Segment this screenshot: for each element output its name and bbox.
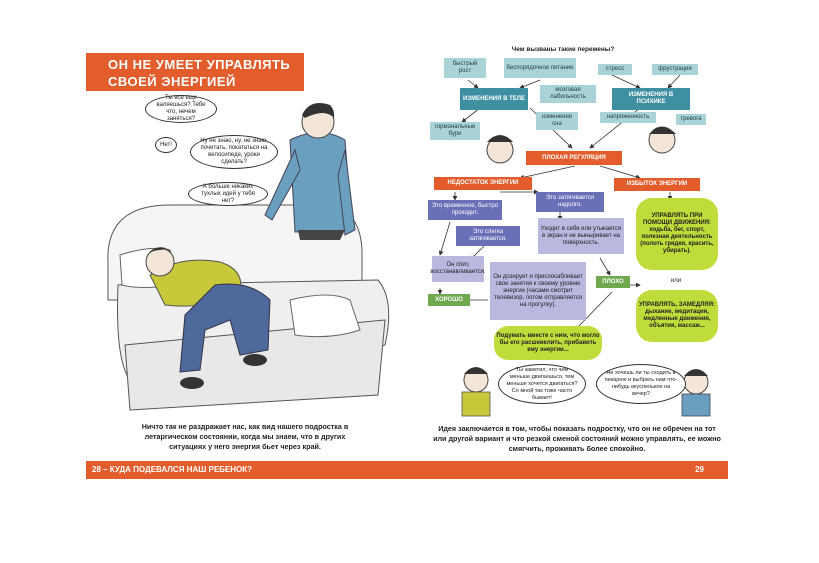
box-anxiety: тревога [676, 114, 706, 125]
box-poor-regulation: ПЛОХАЯ РЕГУЛЯЦИЯ [526, 151, 622, 165]
box-manage-slowing: УПРАВЛЯТЬ, ЗАМЕДЛЯЯ: дыхание, медитация,… [636, 290, 718, 342]
diagram-heading: Чем вызваны такие перемены? [511, 46, 615, 53]
speech-bubble-3: Ну не знаю, ну, не знаю, почитать, покат… [190, 135, 278, 169]
box-drags-slightly: Это слегка затягивается. [456, 226, 520, 246]
title-line-1: ОН НЕ УМЕЕТ УПРАВЛЯТЬ [108, 57, 291, 72]
footer-page-number: 29 [695, 465, 704, 474]
speech-bubble-right-1: Ты заметил, что чем меньше двигаешься, т… [498, 364, 586, 404]
box-tension: напряженность [600, 112, 656, 123]
box-manage-movement: УПРАВЛЯТЬ ПРИ ПОМОЩИ ДВИЖЕНИЯ: ходьба, б… [636, 198, 718, 270]
right-caption: Идея заключается в том, чтобы показать п… [433, 424, 721, 453]
box-temporary: Это временное, быстро проходит. [428, 200, 502, 220]
box-sleep-changes: изменения сна [536, 112, 578, 130]
footer-bar: 28 – КУДА ПОДЕВАЛСЯ НАШ РЕБЕНОК? 29 [86, 461, 728, 479]
page-title: ОН НЕ УМЕЕТ УПРАВЛЯТЬ СВОЕЙ ЭНЕРГИЕЙ [86, 53, 304, 91]
footer-left-text: 28 – КУДА ПОДЕВАЛСЯ НАШ РЕБЕНОК? [92, 465, 253, 474]
box-he-sleeps: Он спит, восстанавливается. [430, 256, 486, 282]
left-caption: Ничто так не раздражает нас, как вид наш… [141, 422, 349, 451]
box-fast-growth: быстрый рост [444, 58, 486, 78]
title-line-2: СВОЕЙ ЭНЕРГИЕЙ [108, 74, 236, 89]
box-energy-excess: ИЗБЫТОК ЭНЕРГИИ [614, 178, 700, 191]
speech-bubble-4: А больше никаких тухлых идей у тебя нет? [188, 182, 268, 206]
box-brain-lability: мозговая лабильность [540, 85, 596, 103]
box-stress: стресс [598, 64, 632, 75]
box-he-doses: Он дозирует и приспосабливает свои занят… [490, 262, 586, 320]
box-body-changes: ИЗМЕНЕНИЯ В ТЕЛЕ [460, 88, 528, 110]
box-hormonal-storms: гормональные бури [430, 122, 480, 140]
label-or: или [670, 278, 682, 284]
speech-bubble-1: Ты все еще валяешься? Тебе что, нечем за… [145, 95, 217, 123]
box-bad: ПЛОХО [596, 276, 630, 288]
speech-bubble-right-2: Не хочешь ли ты сходить в пекарню и выбр… [596, 364, 686, 404]
speech-bubble-2: Нет! [155, 137, 177, 153]
box-psyche-changes: ИЗМЕНЕНИЯ В ПСИХИКЕ [612, 88, 690, 110]
box-disorderly-eating: беспорядочное питание [504, 58, 576, 78]
box-think-together: Подумать вместе с ним, что могло бы его … [494, 326, 602, 360]
box-good: ХОРОШО [428, 294, 470, 306]
box-withdraws: Уходит в себя или утыкается в экран и не… [538, 218, 624, 254]
box-frustration: фрустрация [652, 64, 698, 75]
box-dragging-on: Это затягивается надолго. [536, 192, 604, 212]
box-energy-lack: НЕДОСТАТОК ЭНЕРГИИ [434, 177, 532, 190]
